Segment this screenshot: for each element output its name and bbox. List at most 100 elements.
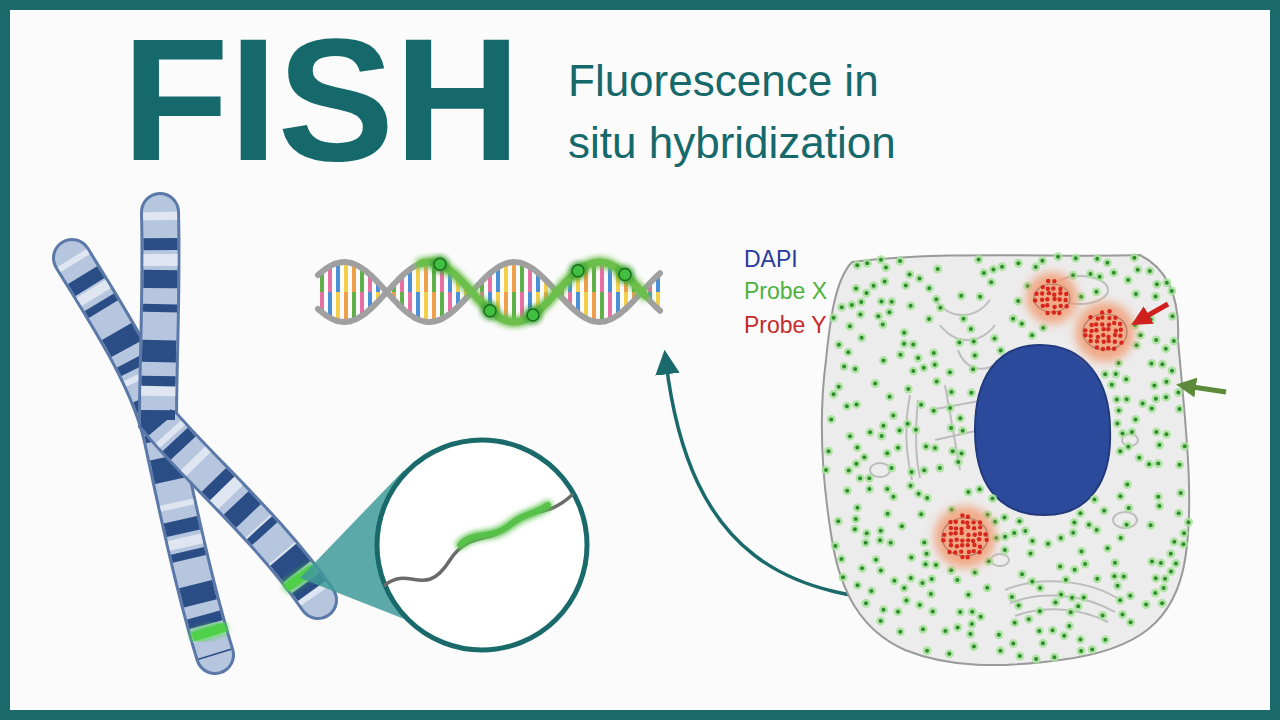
probe-y-spot: [1107, 322, 1111, 326]
probe-x-dot: [1131, 415, 1140, 424]
probe-x-dot: [1125, 523, 1129, 527]
probe-x-dot: [1167, 286, 1176, 295]
probe-x-dot: [1119, 572, 1128, 581]
probe-x-dot: [843, 486, 852, 495]
probe-x-dot: [938, 306, 942, 310]
probe-x-dot: [920, 466, 929, 475]
probe-x-dot: [1118, 610, 1127, 619]
probe-x-dot: [994, 630, 1003, 639]
probe-x-dot: [910, 470, 914, 474]
probe-x-dot: [844, 348, 853, 357]
probe-x-dot: [1124, 504, 1133, 513]
probe-y-spot: [1034, 284, 1070, 312]
probe-x-dot: [997, 633, 1001, 637]
probe-x-dot: [979, 615, 983, 619]
probe-x-dot: [1115, 397, 1119, 401]
probe-x-dot: [949, 390, 953, 394]
subtitle: Fluorescence in situ hybridization: [568, 56, 896, 167]
probe-x-dot: [1024, 615, 1033, 624]
probe-y-spot: [1118, 322, 1122, 326]
probe-x-dot: [837, 385, 841, 389]
cell: [822, 252, 1193, 665]
probe-x-dot: [917, 400, 926, 409]
probe-x-dot: [1162, 377, 1171, 386]
probe-x-dot: [1034, 657, 1038, 661]
probe-x-dot: [933, 265, 942, 274]
probe-x-dot: [827, 449, 831, 453]
chromosome: [158, 212, 318, 600]
organelles: [1113, 512, 1137, 528]
probe-x-dot: [885, 487, 889, 491]
legend-text: Probe Y: [744, 312, 827, 338]
probe-x-dot: [854, 517, 858, 521]
probe-x-dot: [881, 263, 890, 272]
probe-x-dot: [1151, 292, 1160, 301]
probe-x-dot: [1155, 440, 1164, 449]
probe-x-dot: [853, 261, 862, 270]
probe-x-dot: [1170, 537, 1179, 546]
probe-x-dot: [1081, 560, 1090, 569]
probe-y-spot: [942, 518, 988, 556]
probe-y-spot: [941, 538, 945, 542]
probe-x-dot: [1087, 523, 1091, 527]
probe-x-dot: [1014, 259, 1023, 268]
probe-x-dot: [898, 630, 902, 634]
probe-x-dot: [861, 538, 870, 547]
probe-x-dot: [1147, 462, 1151, 466]
probe-x-dot: [839, 573, 848, 582]
legend-color: DAPI: [744, 246, 798, 272]
organelles: [870, 463, 890, 477]
probe-x-dot: [929, 406, 938, 415]
probe-x-dot: [1154, 338, 1158, 342]
probe-x-dot: [1155, 282, 1159, 286]
probe-x-dot: [1133, 265, 1142, 274]
probe-x-dot: [1038, 256, 1047, 265]
probe-x-dot: [919, 363, 928, 372]
probe-x-dot: [1127, 427, 1136, 436]
probe-x-dot: [887, 464, 896, 473]
probe-x-dot: [829, 313, 838, 322]
probe-x-dot: [1146, 521, 1155, 530]
probe-x-dot: [1056, 533, 1065, 542]
probe-x-dot: [966, 629, 975, 638]
probe-x-dot: [871, 379, 880, 388]
probe-y-spot: [948, 520, 952, 524]
probe-y-spot: [978, 545, 982, 549]
probe-y-spot: [1045, 303, 1049, 307]
probe-x-dot: [879, 421, 888, 430]
probe-y-spot: [966, 555, 970, 559]
probe-y-spot: [1075, 302, 1135, 362]
probe-x-dot: [991, 267, 995, 271]
probe-x-dot: [1179, 491, 1183, 495]
zoom-lens: [460, 505, 548, 545]
probe-x-dot: [1126, 618, 1135, 627]
probe-x-dot: [865, 261, 869, 265]
probe-x-dot: [998, 262, 1007, 271]
probe-x-dot: [897, 522, 906, 531]
probe-x-dot: [928, 607, 937, 616]
probe-x-dot: [1038, 609, 1042, 613]
base-pair: [424, 262, 428, 292]
probe-x-dot: [1176, 488, 1185, 497]
legend-text: Probe X: [744, 278, 827, 304]
probe-x-dot: [901, 281, 910, 290]
probe-x-dot: [878, 320, 887, 329]
probe-x-dot: [1177, 407, 1181, 411]
probe-x-dot: [1164, 347, 1168, 351]
probe-x-dot: [1161, 344, 1170, 353]
probe-x-dot: [880, 434, 884, 438]
base-pair: [352, 264, 356, 292]
probe-x-dot: [918, 578, 927, 587]
probe-y-spot: [960, 513, 964, 517]
probe-strand: [420, 262, 645, 322]
probe-x-dot: [1122, 395, 1131, 404]
probe-y-spot: [978, 525, 982, 529]
probe-x-dot: [1162, 393, 1171, 402]
probe-x-dot: [979, 268, 988, 277]
probe-y-spot: [1100, 322, 1104, 326]
probe-x-dot: [1071, 254, 1080, 263]
probe-x-dot: [1076, 604, 1080, 608]
probe-x-dot: [884, 266, 888, 270]
probe-x-dot: [900, 339, 909, 348]
probe-x-dot: [1168, 312, 1177, 321]
